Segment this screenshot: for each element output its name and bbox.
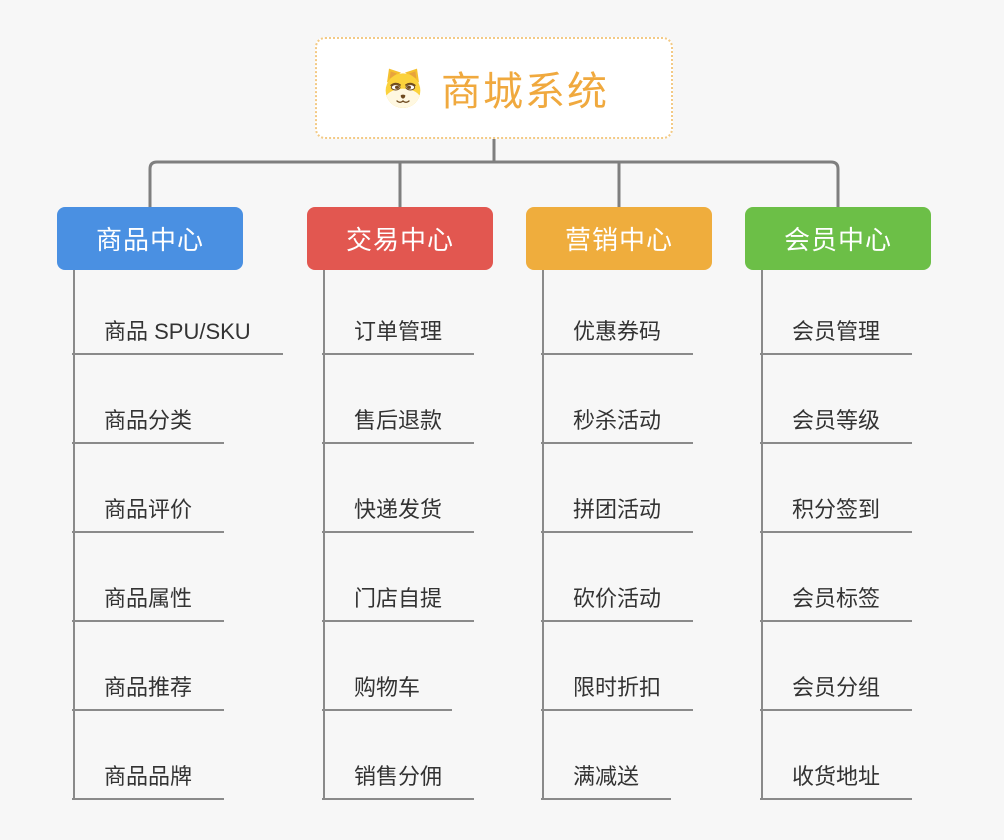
branch-3-trunk-line <box>761 270 763 800</box>
branch-3-node[interactable]: 会员中心 <box>745 207 931 270</box>
branch-3-leaf-2[interactable]: 积分签到 <box>760 493 913 533</box>
branch-0-leaf-0[interactable]: 商品 SPU/SKU <box>72 315 283 355</box>
branch-1-leaf-2[interactable]: 快递发货 <box>322 493 475 533</box>
branch-3-leaf-0[interactable]: 会员管理 <box>760 315 913 355</box>
branch-1-leaf-3[interactable]: 门店自提 <box>322 582 475 622</box>
branch-1-node[interactable]: 交易中心 <box>307 207 493 270</box>
branch-1-leaf-5[interactable]: 销售分佣 <box>322 760 475 800</box>
branch-2-leaf-2[interactable]: 拼团活动 <box>541 493 694 533</box>
branch-3-leaf-4[interactable]: 会员分组 <box>760 671 913 711</box>
branch-2-leaf-1[interactable]: 秒杀活动 <box>541 404 694 444</box>
branch-1-leaf-4[interactable]: 购物车 <box>322 671 453 711</box>
branch-0-leaf-2[interactable]: 商品评价 <box>72 493 225 533</box>
branch-2-leaf-3[interactable]: 砍价活动 <box>541 582 694 622</box>
branch-0-leaf-5[interactable]: 商品品牌 <box>72 760 225 800</box>
branch-0-trunk-line <box>73 270 75 800</box>
root-title: 商城系统 <box>441 70 609 114</box>
branch-0-leaf-1[interactable]: 商品分类 <box>72 404 225 444</box>
branch-0-leaf-3[interactable]: 商品属性 <box>72 582 225 622</box>
branch-2-trunk-line <box>542 270 544 800</box>
root-node[interactable]: 商城系统 <box>315 37 673 139</box>
branch-3-leaf-5[interactable]: 收货地址 <box>760 760 913 800</box>
branch-1-leaf-1[interactable]: 售后退款 <box>322 404 475 444</box>
branch-2-leaf-4[interactable]: 限时折扣 <box>541 671 694 711</box>
branch-0-node[interactable]: 商品中心 <box>57 207 243 270</box>
branch-1-leaf-0[interactable]: 订单管理 <box>322 315 475 355</box>
branch-2-leaf-5[interactable]: 满减送 <box>541 760 672 800</box>
branch-0-leaf-4[interactable]: 商品推荐 <box>72 671 225 711</box>
branch-3-leaf-1[interactable]: 会员等级 <box>760 404 913 444</box>
branch-2-leaf-0[interactable]: 优惠券码 <box>541 315 694 355</box>
branch-2-node[interactable]: 营销中心 <box>526 207 712 270</box>
branch-3-leaf-3[interactable]: 会员标签 <box>760 582 913 622</box>
dog-face-icon <box>379 64 427 112</box>
branch-1-trunk-line <box>323 270 325 800</box>
